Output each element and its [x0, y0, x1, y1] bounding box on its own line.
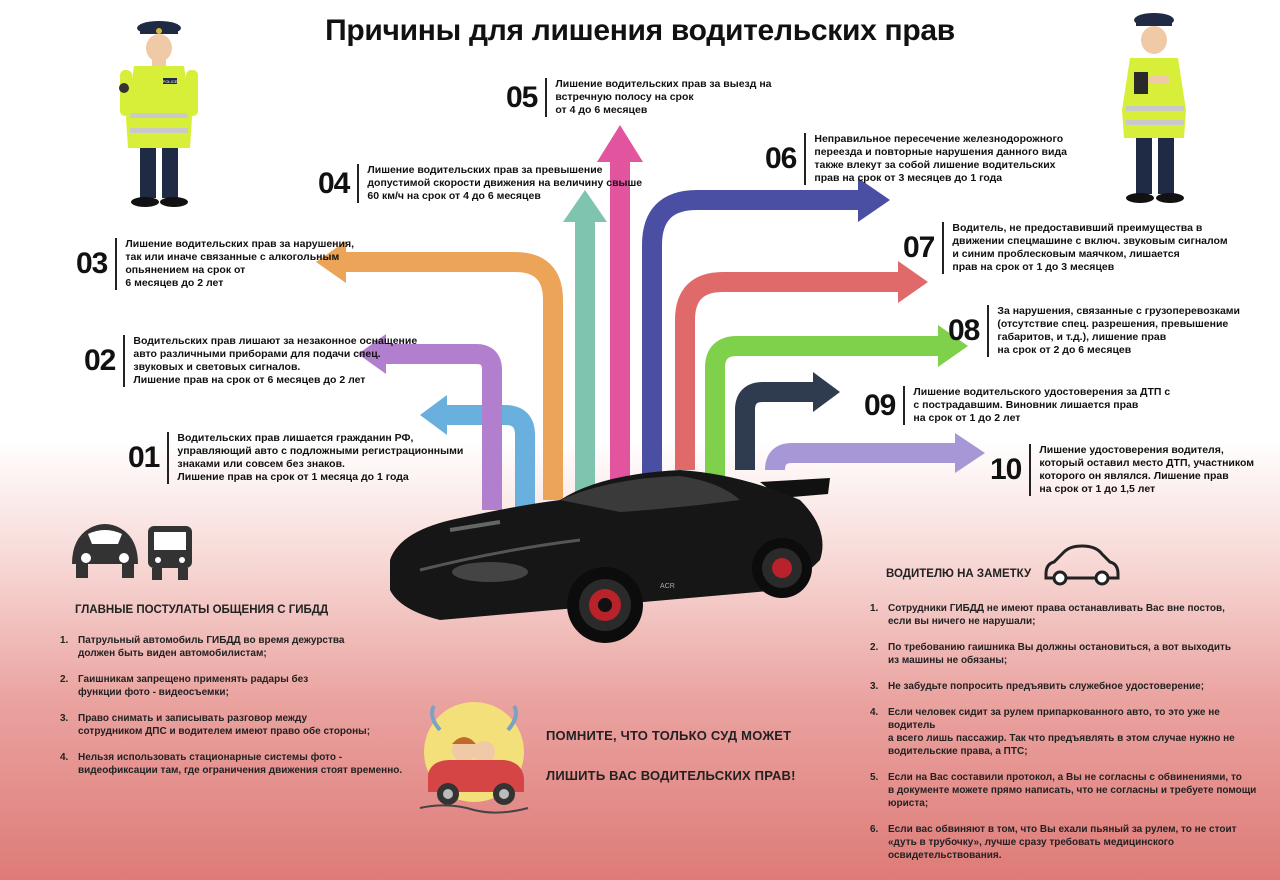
list-item-number: 3.	[60, 713, 69, 724]
arrow-03	[345, 252, 563, 500]
list-item: 3. Не забудьте попросить предъявить служе…	[870, 680, 1260, 693]
reason-text: Лишение удостоверения водителя, который …	[1029, 444, 1254, 496]
reason-01: 01 Водительских прав лишается гражданин …	[128, 432, 463, 484]
list-item: 1. Патрульный автомобиль ГИБДД во время д…	[60, 634, 440, 660]
reason-text: Водитель, не предоставивший преимущества…	[942, 222, 1228, 274]
reason-text: Водительских прав лишается гражданин РФ,…	[167, 432, 463, 484]
beetle-car-icon	[72, 524, 138, 578]
list-item: 5. Если на Вас составили протокол, а Вы н…	[870, 771, 1260, 810]
reason-number: 06	[765, 142, 797, 175]
list-item-text: Право снимать и записывать разговор межд…	[78, 713, 371, 737]
reason-04: 04 Лишение водительских прав за превышен…	[318, 164, 642, 203]
list-item: 6. Если вас обвиняют в том, что Вы ехали …	[870, 823, 1260, 862]
reason-05: 05 Лишение водительских прав за выезд на…	[506, 78, 772, 117]
list-item-text: Если человек сидит за рулем припаркованн…	[888, 707, 1235, 757]
right-section-title: ВОДИТЕЛЮ НА ЗАМЕТКУ	[886, 568, 1032, 580]
list-item-number: 6.	[870, 824, 879, 835]
reason-number: 05	[506, 80, 538, 114]
list-item-text: Если на Вас составили протокол, а Вы не …	[888, 772, 1257, 809]
reason-number: 03	[76, 247, 108, 280]
arrow-06-head	[858, 178, 890, 222]
reason-text: За нарушения, связанные с грузоперевозка…	[987, 305, 1240, 357]
list-item-number: 2.	[870, 642, 879, 653]
sports-car-illustration: ACR	[390, 470, 830, 643]
list-item: 1. Сотрудники ГИБДД не имеют права остана…	[870, 602, 1260, 628]
left-section-list: 1. Патрульный автомобиль ГИБДД во время д…	[60, 634, 440, 790]
reason-10: 10 Лишение удостоверения водителя, котор…	[990, 444, 1254, 496]
list-item-number: 4.	[870, 707, 879, 718]
reason-06: 06 Неправильное пересечение железнодорож…	[765, 133, 1067, 185]
police-badge: POLICE	[163, 79, 178, 84]
list-item-number: 4.	[60, 752, 69, 763]
remember-line-2: ЛИШИТЬ ВАС ВОДИТЕЛЬСКИХ ПРАВ!	[546, 768, 796, 783]
list-item-text: Гаишникам запрещено применять радары без…	[78, 674, 309, 698]
reason-text: Лишение водительских прав за нарушения, …	[115, 238, 354, 290]
reason-number: 08	[948, 314, 980, 347]
cartoon-family-car-illustration	[419, 702, 529, 814]
list-item-number: 3.	[870, 681, 879, 692]
list-item: 4. Если человек сидит за рулем припаркова…	[870, 706, 1260, 758]
list-item: 2. Гаишникам запрещено применять радары б…	[60, 673, 440, 699]
arrow-07-head	[898, 261, 928, 303]
police-officer-left-illustration: POLICE	[119, 21, 198, 207]
list-item-text: Сотрудники ГИБДД не имеют права останавл…	[888, 603, 1225, 627]
reason-text: Неправильное пересечение железнодорожног…	[804, 133, 1067, 185]
reason-text: Лишение водительского удостоверения за Д…	[903, 386, 1170, 425]
list-item: 3. Право снимать и записывать разговор ме…	[60, 712, 440, 738]
reason-text: Лишение водительских прав за превышение …	[357, 164, 642, 203]
list-item-text: Не забудьте попросить предъявить служебн…	[888, 681, 1205, 692]
reason-number: 07	[903, 231, 935, 264]
list-item-text: Если вас обвиняют в том, что Вы ехали пь…	[888, 824, 1237, 861]
list-item-number: 1.	[60, 635, 69, 646]
list-item-number: 2.	[60, 674, 69, 685]
arrow-08	[705, 336, 940, 520]
reason-03: 03 Лишение водительских прав за нарушени…	[76, 238, 354, 290]
police-officer-right-illustration	[1122, 13, 1186, 203]
arrow-04-head	[563, 190, 607, 222]
reason-number: 09	[864, 388, 896, 422]
reason-number: 10	[990, 453, 1022, 486]
arrow-01	[445, 405, 535, 520]
list-item: 4. Нельзя использовать стационарные систе…	[60, 751, 440, 777]
reason-number: 04	[318, 166, 350, 200]
list-item: 2. По требованию гаишника Вы должны остан…	[870, 641, 1260, 667]
arrow-02-head	[358, 334, 386, 374]
arrow-05-head	[597, 125, 643, 162]
list-item-text: Нельзя использовать стационарные системы…	[78, 752, 403, 776]
list-item-text: По требованию гаишника Вы должны останов…	[888, 642, 1232, 666]
left-section-title: ГЛАВНЫЕ ПОСТУЛАТЫ ОБЩЕНИЯ С ГИБДД	[75, 604, 329, 616]
reason-number: 01	[128, 441, 160, 474]
reason-09: 09 Лишение водительского удостоверения з…	[864, 386, 1170, 425]
reason-text: Лишение водительских прав за выезд на вс…	[545, 78, 772, 117]
arrow-08-head	[938, 325, 968, 367]
page-title: Причины для лишения водительских прав	[325, 14, 955, 47]
list-item-number: 1.	[870, 603, 879, 614]
bus-icon	[148, 526, 192, 580]
remember-line-1: ПОМНИТЕ, ЧТО ТОЛЬКО СУД МОЖЕТ	[546, 728, 792, 743]
reason-02: 02 Водительских прав лишают за незаконно…	[84, 335, 417, 387]
list-item-text: Патрульный автомобиль ГИБДД во время деж…	[78, 635, 345, 659]
arrow-06	[642, 190, 860, 480]
reason-text: Водительских прав лишают за незаконное о…	[123, 335, 417, 387]
reason-number: 02	[84, 344, 116, 377]
reason-07: 07 Водитель, не предоставивший преимущес…	[903, 222, 1228, 274]
car-badge: ACR	[660, 583, 675, 590]
right-section-list: 1. Сотрудники ГИБДД не имеют права остана…	[870, 602, 1260, 875]
arrow-07	[675, 272, 900, 470]
arrow-09-head	[813, 372, 840, 412]
sedan-car-icon	[1044, 544, 1120, 586]
arrow-10	[765, 443, 955, 471]
arrow-03-head	[316, 241, 346, 283]
arrow-02	[385, 344, 502, 510]
arrow-10-head	[955, 433, 985, 473]
arrow-01-head	[420, 395, 447, 435]
arrow-09	[735, 382, 815, 470]
reason-08: 08 За нарушения, связанные с грузоперево…	[948, 305, 1240, 357]
list-item-number: 5.	[870, 772, 879, 783]
